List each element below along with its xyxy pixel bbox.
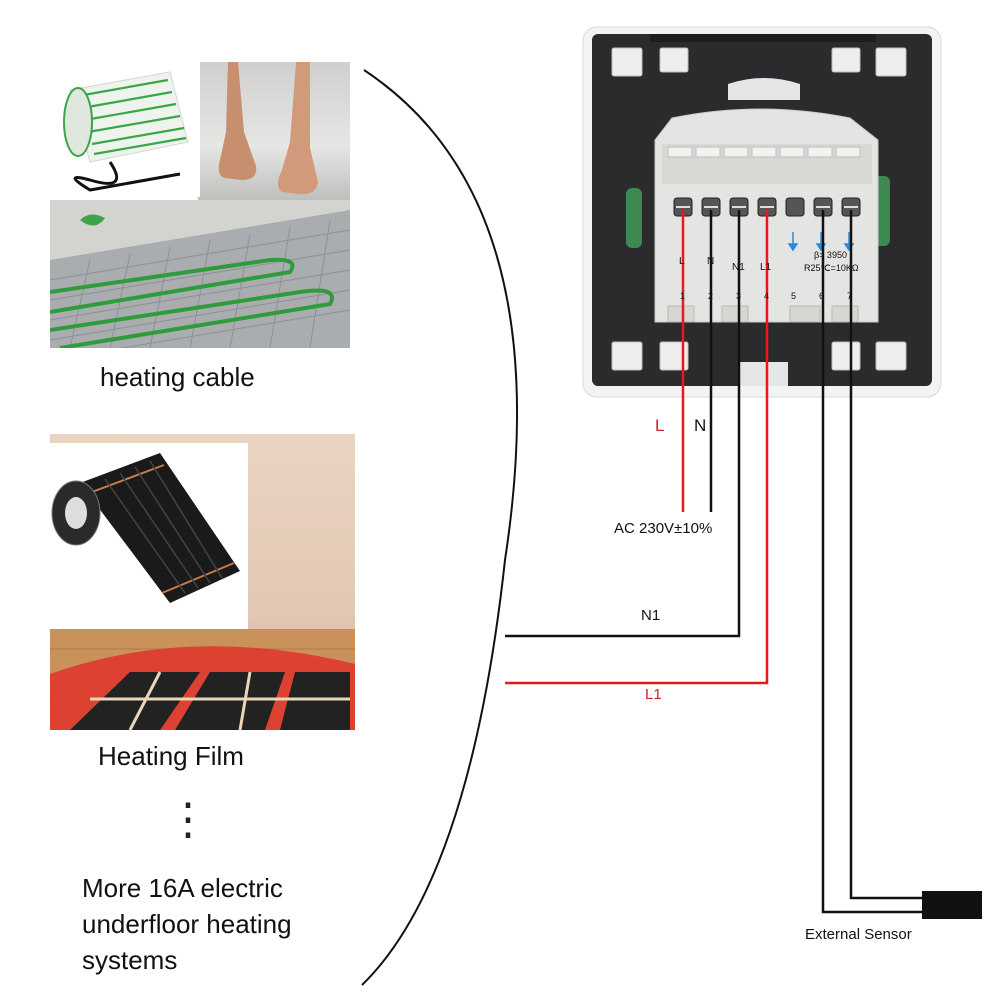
terminal-number-1: 1 [680, 291, 686, 301]
l1-load-wire [505, 210, 769, 685]
grouping-bracket [361, 69, 519, 986]
grid-floor-icon [50, 200, 350, 348]
feet-icon [218, 62, 318, 195]
ellipsis-vertical: ⋮ [166, 795, 210, 844]
terminal-label-n1: N1 [732, 262, 745, 273]
terminal-number-2: 2 [708, 291, 714, 301]
sensor-wire-a [821, 210, 923, 914]
terminal-label-l: L [679, 256, 685, 267]
heating-cable-roll-photo [50, 62, 200, 197]
thermostat-back-panel [582, 26, 942, 398]
n1-label: N1 [641, 607, 661, 624]
n1-load-wire [505, 210, 741, 638]
terminal-screws [673, 197, 861, 217]
insert-arrows [787, 232, 855, 252]
film-roll-icon [51, 453, 240, 603]
heating-film-caption: Heating Film [98, 741, 244, 771]
terminal-number-3: 3 [736, 291, 742, 301]
sensor-wire-b [849, 210, 923, 900]
film-floor-icon [50, 629, 355, 730]
external-sensor-label: External Sensor [805, 926, 912, 943]
terminal-number-4: 4 [764, 291, 770, 301]
ntc-r25-label: R25℃=10KΩ [804, 263, 859, 273]
feet-on-floor-photo [198, 62, 350, 202]
terminal-number-5: 5 [791, 291, 797, 301]
supply-voltage-label: AC 230V±10% [614, 520, 713, 537]
live-label: L [655, 416, 665, 435]
terminal-number-6: 6 [819, 291, 825, 301]
heating-cable-floor-photo [50, 200, 350, 348]
terminal-label-n: N [707, 256, 715, 267]
ntc-beta-label: β= 3950 [814, 250, 847, 260]
l1-label: L1 [645, 686, 662, 703]
external-sensor-probe [922, 891, 982, 919]
heating-film-roll-photo [50, 443, 248, 629]
wires [505, 210, 923, 914]
neutral-label: N [694, 416, 707, 435]
terminal-label-l1: L1 [760, 262, 772, 273]
more-systems-caption: More 16A electric underfloor heating sys… [82, 873, 292, 975]
terminal-number-7: 7 [847, 291, 853, 301]
cable-roll-icon [63, 71, 189, 192]
heating-cable-caption: heating cable [100, 362, 255, 392]
